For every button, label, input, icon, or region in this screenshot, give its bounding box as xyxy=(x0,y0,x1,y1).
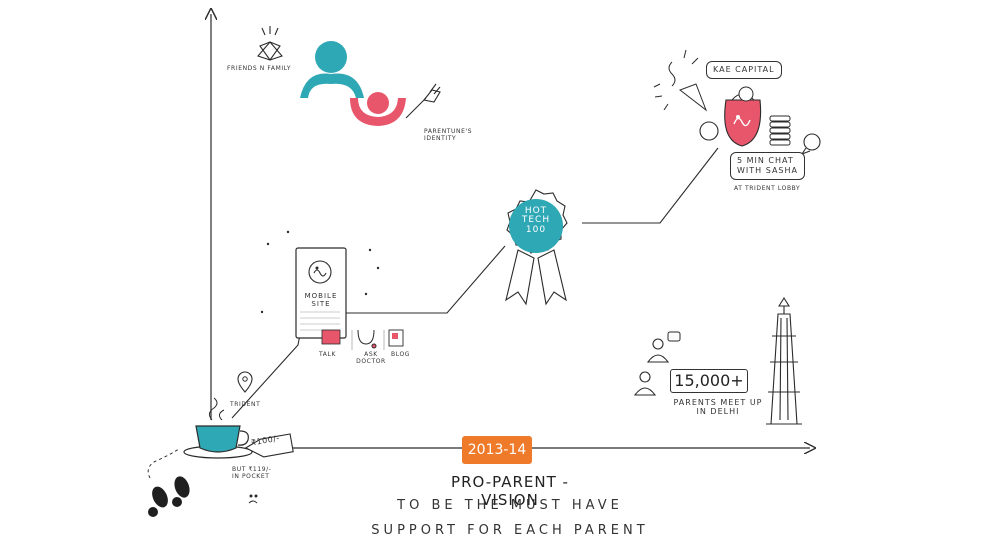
chat-bubble-icon xyxy=(800,133,821,156)
year-badge: 2013-14 xyxy=(462,436,532,464)
vision-statement: TO BE THE MUST HAVE SUPPORT FOR EACH PAR… xyxy=(370,493,650,543)
meetup-line-2: IN DELHI xyxy=(696,407,740,417)
talk-icon xyxy=(321,329,341,345)
qutub-minar-icon xyxy=(766,296,802,425)
handshake-icon xyxy=(257,26,283,61)
award-line-2: TECH xyxy=(521,215,551,226)
mobile-phone-icon xyxy=(295,247,347,339)
chat-note-bubble: 5 min CHAT WITH SASHA xyxy=(730,152,805,180)
identity-line-1: PARENTUNE'S xyxy=(424,128,473,135)
vision-line-1: TO BE THE MUST HAVE xyxy=(397,498,623,513)
people-icon xyxy=(633,338,670,396)
feature-blog-label: BLOG xyxy=(391,351,411,358)
speech-bubble-icon xyxy=(667,331,681,342)
mobile-site-label: MOBILE SITE xyxy=(300,292,342,308)
chat-line-2: WITH SASHA xyxy=(737,166,798,175)
pocket-note: BUT ₹119/- IN POCKET xyxy=(232,466,292,481)
pocket-line-2: IN POCKET xyxy=(232,472,270,480)
award-line-1: HOT xyxy=(524,206,548,216)
pocket-line-1: BUT ₹119/- xyxy=(232,466,272,473)
award-text: HOT TECH 100 xyxy=(511,206,561,235)
location-pin-icon xyxy=(237,371,253,393)
mobile-site-line-1: MOBILE xyxy=(304,292,338,300)
price-tag-icon xyxy=(244,433,294,458)
footprints-icon xyxy=(148,476,190,517)
trident-label: TRIDENT xyxy=(230,401,261,408)
blog-icon xyxy=(388,329,404,347)
mobile-site-line-2: SITE xyxy=(311,300,331,309)
sad-face-icon xyxy=(248,494,258,504)
feature-talk-label: TALK xyxy=(319,351,336,358)
parentune-logo-figures xyxy=(300,41,406,126)
identity-label: PARENTUNE'S IDENTITY xyxy=(424,128,484,143)
meetup-caption: PARENTS MEET UP IN DELHI xyxy=(663,398,773,416)
meetup-count: 15,000+ xyxy=(670,369,748,393)
meetup-line-1: PARENTS MEET UP xyxy=(673,398,763,407)
chat-line-1: 5 min CHAT xyxy=(737,156,794,165)
award-rosette-icon xyxy=(505,189,568,306)
investor-bubble: KAE CAPITAL xyxy=(706,61,782,79)
identity-line-2: IDENTITY xyxy=(424,134,457,142)
award-line-3: 100 xyxy=(525,224,547,235)
paintbrush-icon xyxy=(405,83,441,119)
stethoscope-icon xyxy=(357,329,377,349)
vision-title: PRO-PARENT - VISION xyxy=(451,473,569,509)
coin-stack-icon xyxy=(769,115,791,146)
dollar-coin-icon xyxy=(699,86,754,141)
sparkle-dots xyxy=(260,230,380,314)
coffee-cup-icon xyxy=(183,397,253,459)
feature-ask-doctor-label: ASK DOCTOR xyxy=(356,351,386,365)
venue-label: AT TRIDENT LOBBY xyxy=(734,185,801,192)
vision-line-2: SUPPORT FOR EACH PARENT xyxy=(371,523,649,538)
money-bag-icon xyxy=(724,93,762,147)
friends-family-label: FRIENDS n FAMILY xyxy=(227,65,292,72)
party-popper-icon xyxy=(653,49,708,112)
